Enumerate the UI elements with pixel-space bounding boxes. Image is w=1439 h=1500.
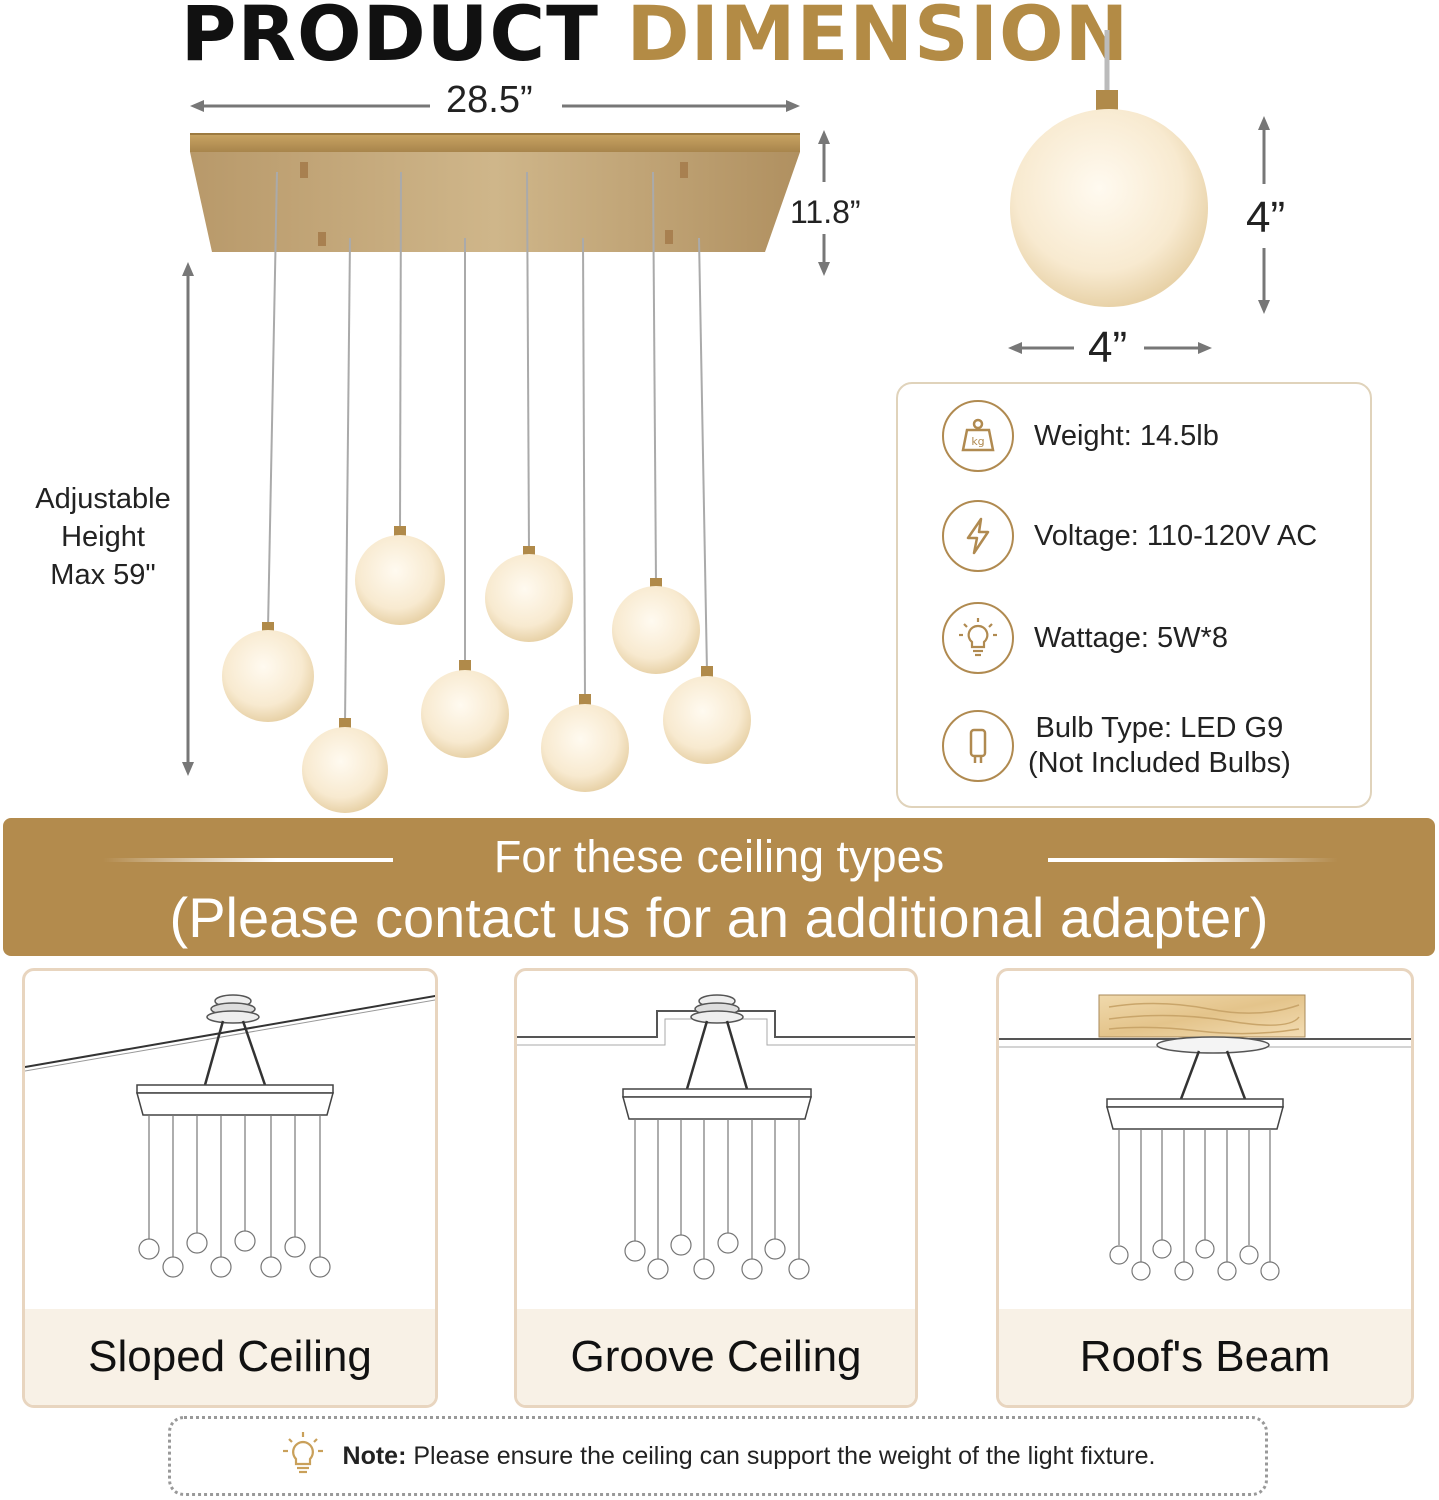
card-sloped-ceiling: Sloped Ceiling (22, 968, 438, 1408)
spec-voltage: Voltage: 110-120V AC (942, 496, 1362, 576)
lightning-icon (942, 500, 1014, 572)
spec-bulb-type: Bulb Type: LED G9 (Not Included Bulbs) (942, 706, 1382, 786)
depth-arrow (818, 130, 830, 276)
ceiling-types-banner: For these ceiling types (Please contact … (3, 818, 1435, 956)
spec-weight-text: Weight: 14.5lb (1034, 419, 1219, 452)
pendant-set (267, 171, 708, 725)
card-groove-ceiling: Groove Ceiling (514, 968, 918, 1408)
title-part1: PRODUCT (180, 0, 600, 78)
adjustable-line2: Height (61, 521, 145, 553)
product-diagram (182, 30, 1270, 813)
banner-divider-left (103, 858, 393, 862)
single-globe (1010, 30, 1208, 307)
banner-divider-right (1048, 858, 1338, 862)
ceiling-plate (190, 133, 800, 252)
spec-bulb-type-text: Bulb Type: LED G9 (Not Included Bulbs) (1028, 711, 1291, 781)
width-label: 28.5” (446, 79, 533, 121)
globe-height-arrow (1258, 116, 1270, 314)
specs-panel: kg Weight: 14.5lb Voltage: 110-120V AC (896, 382, 1372, 808)
page-title: PRODUCT DIMENSION (0, 0, 1310, 74)
spec-weight: kg Weight: 14.5lb (942, 396, 1362, 476)
title-part2: DIMENSION (626, 0, 1130, 78)
globe-height-label: 4” (1246, 193, 1286, 242)
width-arrow (190, 100, 800, 112)
note-box: Note: Please ensure the ceiling can supp… (168, 1416, 1268, 1496)
card-roofs-beam: Roof's Beam (996, 968, 1414, 1408)
note-label: Note: (342, 1441, 407, 1470)
sloped-ceiling-illustration (25, 994, 435, 1278)
adjustable-line3: Max 59" (50, 559, 156, 591)
lightbulb-icon (942, 602, 1014, 674)
bulb-type-icon (942, 710, 1014, 782)
spec-bulb-type-line1: Bulb Type: LED G9 (1035, 712, 1284, 744)
lightbulb-icon (281, 1430, 325, 1483)
adjustable-line1: Adjustable (35, 483, 171, 515)
spec-voltage-text: Voltage: 110-120V AC (1034, 519, 1318, 552)
globe-width-label: 4” (1088, 323, 1128, 372)
roofs-beam-illustration (999, 994, 1411, 1281)
weight-icon: kg (942, 400, 1014, 472)
card-roofs-beam-label: Roof's Beam (999, 1309, 1411, 1405)
groove-ceiling-illustration (517, 994, 915, 1280)
note-body: Please ensure the ceiling can support th… (413, 1441, 1156, 1470)
note-text: Note: Please ensure the ceiling can supp… (343, 1442, 1156, 1471)
spec-wattage: Wattage: 5W*8 (942, 598, 1362, 678)
card-sloped-ceiling-label: Sloped Ceiling (25, 1309, 435, 1405)
globes (222, 526, 751, 813)
svg-text:kg: kg (971, 435, 984, 448)
spec-wattage-text: Wattage: 5W*8 (1034, 621, 1228, 654)
banner-heading: For these ceiling types (493, 831, 945, 882)
spec-bulb-type-line2: (Not Included Bulbs) (1028, 747, 1291, 779)
banner-subheading: (Please contact us for an additional ada… (169, 886, 1269, 949)
card-groove-ceiling-label: Groove Ceiling (517, 1309, 915, 1405)
height-arrow (182, 262, 194, 776)
adjustable-height-label: Adjustable Height Max 59" (18, 480, 188, 594)
depth-label: 11.8” (790, 194, 861, 230)
globe-width-arrow (1008, 342, 1212, 354)
